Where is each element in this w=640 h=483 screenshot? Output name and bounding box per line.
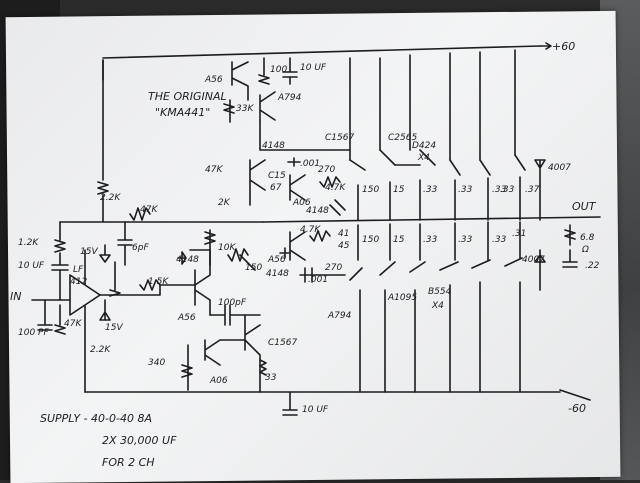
label-r22k-b: 2.2K <box>90 345 111 355</box>
label-r47k-c: 4.7K <box>300 225 321 235</box>
label-r150-a: 150 <box>362 185 379 195</box>
label-x4-bot: X4 <box>431 301 444 311</box>
label-r100: 100 <box>270 65 287 75</box>
label-r33-f: .33 <box>458 235 473 245</box>
label-c67: 67 <box>270 183 282 193</box>
label-r2k: 2K <box>218 198 231 208</box>
label-d4148-a: 4148 <box>262 141 285 151</box>
label-b554: B554 <box>428 287 452 297</box>
label-c100pf-mid: 100pF <box>218 298 247 308</box>
output-line: OUT <box>262 200 601 223</box>
label-x4-top: X4 <box>417 153 430 163</box>
label-d4148-c: 4148 <box>176 255 199 265</box>
supply-note-1: SUPPLY - 40-0-40 8A <box>40 412 152 425</box>
label-a06-top: A06 <box>292 198 311 208</box>
label-r33-e: .33 <box>423 235 438 245</box>
label-r68: 6.8 <box>580 233 595 243</box>
label-r15-a: 15 <box>393 185 405 195</box>
label-4007-bot: 4007 <box>522 255 545 265</box>
label-a56-low: A56 <box>267 255 286 265</box>
output-stage-top <box>349 49 546 221</box>
label-d4148-b: 4148 <box>306 206 329 216</box>
label-r15k: 1.5K <box>148 277 169 287</box>
label-r22k-left: 2.2K <box>100 193 121 203</box>
label-15v-b: 15V <box>105 323 123 333</box>
label-r15-b: 15 <box>393 235 405 245</box>
supply-note-3: FOR 2 CH <box>102 456 155 469</box>
label-r47k-fb: 47K <box>140 205 158 215</box>
in-label: IN <box>10 290 21 303</box>
label-omega: Ω <box>581 245 589 255</box>
positive-rail: +60 <box>102 40 575 81</box>
label-r47k-b: 4.7K <box>325 183 346 193</box>
label-c10uf-bot: 10 UF <box>302 405 329 415</box>
label-r37: .37 <box>525 185 540 195</box>
label-r31: .31 <box>512 229 526 239</box>
label-c100pf-in: 100 PF <box>18 328 49 338</box>
label-a794-top: A794 <box>277 93 302 103</box>
top-current-source <box>223 57 351 161</box>
label-r12k: 1.2K <box>18 238 39 248</box>
label-d424: D424 <box>412 141 436 151</box>
label-lf: LF <box>73 265 84 275</box>
label-r33-b: .33 <box>458 185 473 195</box>
label-r41: 41 <box>338 229 349 239</box>
label-c2565: C2565 <box>388 133 417 143</box>
label-c001-b: .001 <box>308 275 328 285</box>
label-r150-mid: 150 <box>245 263 262 273</box>
label-a06-bot: A06 <box>209 376 228 386</box>
label-6pf: 6pF <box>132 243 149 253</box>
voltage-amp-stage <box>177 229 298 416</box>
label-r33-c: .33 <box>492 185 507 195</box>
feedback-network <box>51 59 264 301</box>
out-label: OUT <box>572 200 597 213</box>
input-line: IN <box>10 290 71 303</box>
neg-rail-label: -60 <box>568 402 586 415</box>
label-r150-b: 150 <box>362 235 379 245</box>
label-c22: .22 <box>585 261 600 271</box>
label-a794-bot: A794 <box>327 311 352 321</box>
pos-rail-label: +60 <box>552 40 575 53</box>
label-d4148-d: 4148 <box>266 269 289 279</box>
label-15v-a: 15V <box>80 247 98 257</box>
label-lf412: 412 <box>70 277 87 287</box>
bias-network <box>249 157 346 283</box>
label-c15: C15 <box>268 171 286 181</box>
opamp-lf412 <box>37 244 196 393</box>
label-r47k-a: 47K <box>205 165 223 175</box>
label-r33-a: .33 <box>423 185 438 195</box>
label-r47k-in: 47K <box>64 319 82 329</box>
label-r33-g: .33 <box>492 235 507 245</box>
output-stage-bottom <box>349 221 578 393</box>
label-c10uf-top: 10 UF <box>300 63 327 73</box>
label-r33k: 33K <box>236 104 254 114</box>
label-r270-b: 270 <box>325 263 342 273</box>
label-4007-top: 4007 <box>548 163 571 173</box>
title-line-2: "KMA441" <box>155 106 210 119</box>
label-r340: 340 <box>148 358 165 368</box>
label-r33-d: .33 <box>500 185 515 195</box>
title-line-1: THE ORIGINAL <box>148 90 227 103</box>
label-c1567-top: C1567 <box>325 133 354 143</box>
label-r10k: 10K <box>218 243 236 253</box>
label-c001-a: .001 <box>300 159 320 169</box>
label-c1567-bot: C1567 <box>268 338 297 348</box>
label-a1095: A1095 <box>387 293 417 303</box>
label-a56-mid: A56 <box>177 313 196 323</box>
negative-rail: -60 <box>84 389 591 415</box>
label-r33: 33 <box>265 373 277 383</box>
label-r270-a: 270 <box>318 165 335 175</box>
supply-note-2: 2X 30,000 UF <box>102 434 177 447</box>
label-c10uf-left: 10 UF <box>18 261 45 271</box>
label-r45: 45 <box>338 241 350 251</box>
label-a56-top: A56 <box>204 75 223 85</box>
